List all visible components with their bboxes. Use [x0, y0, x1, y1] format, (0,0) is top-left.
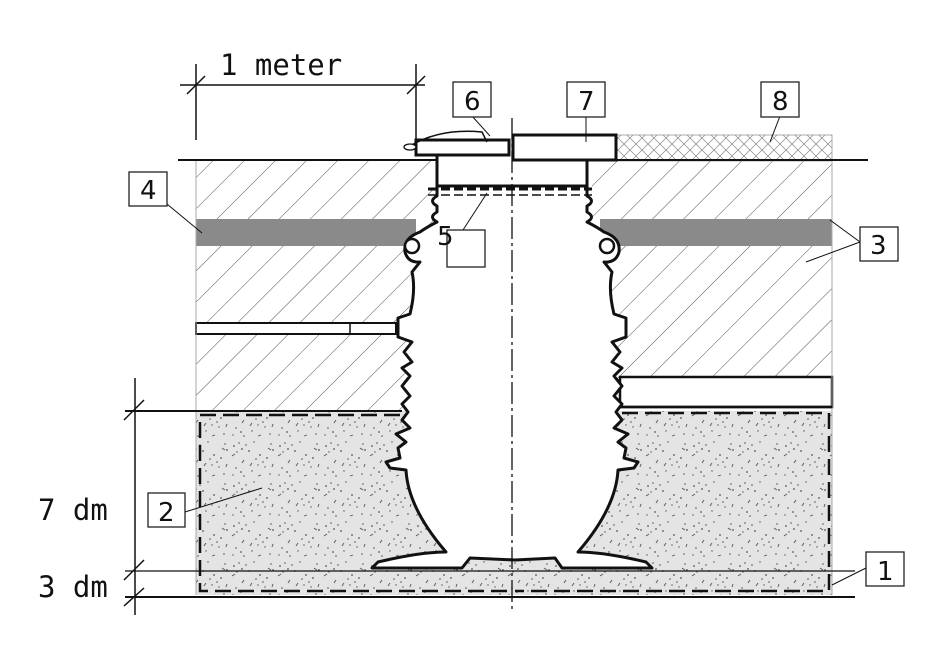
callout-4-label: 4 — [140, 176, 157, 206]
surface-paving — [615, 134, 833, 162]
callout-7-label: 7 — [578, 87, 595, 117]
lids — [403, 130, 618, 186]
insulation-band-left — [196, 219, 416, 246]
callout-2: 2 — [147, 487, 263, 528]
callout-3-label: 3 — [870, 231, 887, 261]
callout-2-label: 2 — [158, 498, 175, 528]
lid-handle — [409, 130, 488, 147]
callout-4: 4 — [128, 171, 203, 234]
soil-right — [592, 161, 832, 379]
soil-left — [196, 161, 433, 411]
width-label: 1 meter — [220, 48, 342, 82]
lifting-eye-right — [598, 237, 616, 255]
callout-6-label: 6 — [464, 87, 481, 117]
insulation-band-right — [600, 219, 832, 246]
callout-7: 7 — [566, 81, 606, 142]
callout-6: 6 — [452, 81, 492, 137]
height-upper-label: 7 dm — [38, 493, 108, 527]
lifting-eye-left — [403, 237, 421, 255]
height-lower-label: 3 dm — [38, 570, 108, 604]
callout-8-label: 8 — [772, 87, 789, 117]
reference-lines — [125, 118, 868, 610]
pipe-right — [618, 375, 834, 409]
cover-right — [511, 133, 618, 162]
callout-5-label: 5 — [437, 222, 454, 252]
callout-8: 8 — [760, 81, 800, 143]
excavation-dashed-right — [515, 411, 831, 593]
dimension-height: 7 dm 3 dm — [38, 378, 145, 615]
dimension-width: 1 meter — [180, 48, 426, 140]
excavation-dashed-left — [198, 413, 510, 593]
callout-1-label: 1 — [877, 557, 894, 587]
callout-5: 5 — [437, 192, 488, 268]
pipe-left — [195, 322, 397, 335]
callout-3: 3 — [805, 219, 899, 263]
lid-left — [414, 138, 511, 157]
callout-1: 1 — [831, 551, 905, 587]
